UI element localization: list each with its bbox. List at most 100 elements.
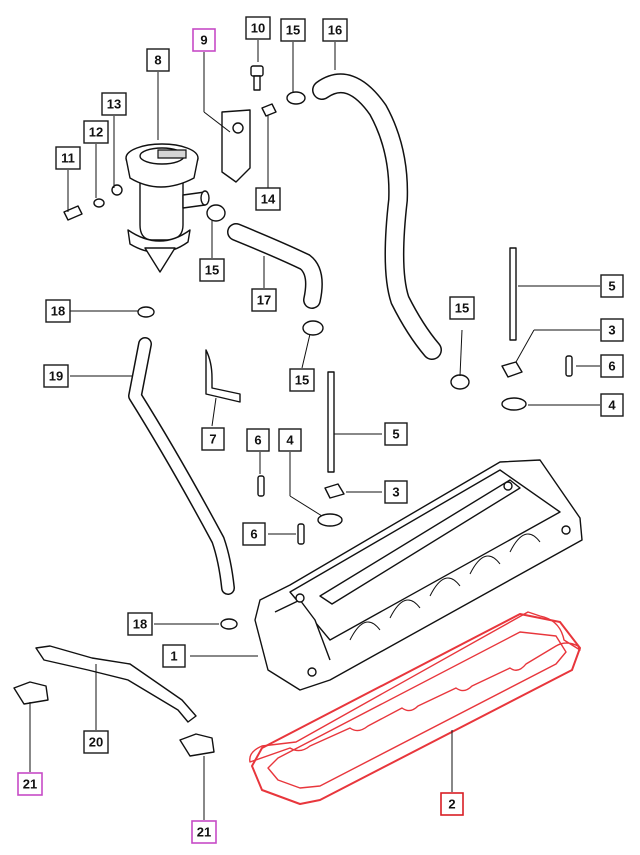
callout-number: 3 — [392, 485, 399, 500]
callout-c15a: 15 — [280, 18, 306, 42]
callout-box — [43, 364, 69, 388]
callout-number: 17 — [257, 293, 271, 308]
breather-tube-part — [128, 337, 235, 595]
callout-box — [251, 288, 277, 312]
callout-box — [255, 187, 281, 211]
valve-cover-gasket-part — [249, 611, 581, 805]
callout-box — [55, 146, 81, 170]
callout-c18a: 18 — [45, 299, 71, 323]
callout-c5a: 5 — [600, 274, 624, 298]
callout-c12: 12 — [83, 120, 109, 144]
callout-number: 21 — [23, 777, 37, 792]
callout-c11: 11 — [55, 146, 81, 170]
callout-c9: 9 — [192, 28, 216, 52]
callout-box — [384, 422, 408, 446]
callout-number: 20 — [89, 735, 103, 750]
callout-number: 18 — [133, 617, 147, 632]
callout-box — [246, 428, 270, 452]
callout-c13: 13 — [101, 92, 127, 116]
callout-c3b: 3 — [384, 480, 408, 504]
short-hose-part — [227, 223, 323, 309]
clip-parts — [13, 681, 215, 757]
callout-number: 15 — [286, 23, 300, 38]
callout-number: 2 — [448, 797, 455, 812]
callout-box — [146, 48, 170, 72]
callout-c21b: 21 — [191, 820, 217, 844]
leader-lines — [29, 40, 600, 820]
callout-c21a: 21 — [17, 772, 43, 796]
callout-box — [127, 612, 153, 636]
callout-number: 16 — [328, 23, 342, 38]
callout-number: 9 — [200, 33, 207, 48]
nut-part — [261, 103, 277, 117]
callout-c19: 19 — [43, 364, 69, 388]
long-hose-part — [312, 73, 442, 360]
callout-c15b: 15 — [199, 258, 225, 282]
callout-box — [199, 258, 225, 282]
callout-number: 7 — [209, 432, 216, 447]
callout-number: 11 — [61, 151, 75, 166]
callout-box — [17, 772, 43, 796]
callout-number: 14 — [261, 192, 276, 207]
hose-clamp-parts — [206, 91, 470, 390]
callout-box — [449, 296, 475, 320]
callout-box — [245, 16, 271, 40]
callout-number: 6 — [608, 359, 615, 374]
callout-c17: 17 — [251, 288, 277, 312]
callout-number: 8 — [154, 53, 161, 68]
callout-number: 6 — [254, 433, 261, 448]
callout-c6c: 6 — [242, 522, 266, 546]
small-bracket-part — [205, 349, 241, 403]
callout-c16: 16 — [322, 18, 348, 42]
callout-number: 12 — [89, 125, 103, 140]
bracket-part — [221, 109, 251, 183]
callout-number: 4 — [608, 398, 616, 413]
oil-filler-tube-part — [125, 143, 210, 273]
bolt-washer-set-part — [63, 184, 123, 221]
callout-number: 19 — [49, 369, 63, 384]
callout-number: 15 — [455, 301, 469, 316]
callout-box — [83, 730, 109, 754]
support-bracket-part — [35, 645, 197, 723]
callout-number: 21 — [197, 825, 211, 840]
callout-box — [322, 18, 348, 42]
callout-c4b: 4 — [278, 428, 302, 452]
callout-box — [192, 28, 216, 52]
callout-c8: 8 — [146, 48, 170, 72]
fastener-parts — [257, 355, 573, 545]
callout-number: 6 — [250, 527, 257, 542]
callout-box — [600, 393, 624, 417]
callout-c4a: 4 — [600, 393, 624, 417]
callout-box — [600, 318, 624, 342]
grommet-parts — [137, 306, 238, 630]
callout-number: 3 — [608, 323, 615, 338]
callout-number: 5 — [608, 279, 615, 294]
stud-parts — [327, 247, 517, 473]
callout-box — [242, 522, 266, 546]
callout-box — [83, 120, 109, 144]
callout-box — [201, 427, 225, 451]
callout-box — [440, 792, 464, 816]
callout-number: 10 — [251, 21, 265, 36]
callout-box — [101, 92, 127, 116]
valve-cover-part — [254, 459, 583, 691]
callout-c6b: 6 — [246, 428, 270, 452]
callout-box — [600, 354, 624, 378]
callout-c20: 20 — [83, 730, 109, 754]
callout-number: 5 — [392, 427, 399, 442]
callout-box — [384, 480, 408, 504]
callout-number: 1 — [170, 649, 177, 664]
callout-c10: 10 — [245, 16, 271, 40]
callout-box — [600, 274, 624, 298]
callout-box — [162, 644, 186, 668]
callout-labels: 1233445566678910111213141515151516171818… — [17, 16, 624, 844]
callout-c14: 14 — [255, 187, 281, 211]
callout-c18b: 18 — [127, 612, 153, 636]
callout-box — [45, 299, 71, 323]
callout-box — [191, 820, 217, 844]
callout-box — [289, 368, 315, 392]
callout-c7: 7 — [201, 427, 225, 451]
callout-box — [278, 428, 302, 452]
callout-number: 4 — [286, 433, 294, 448]
callout-number: 18 — [51, 304, 65, 319]
